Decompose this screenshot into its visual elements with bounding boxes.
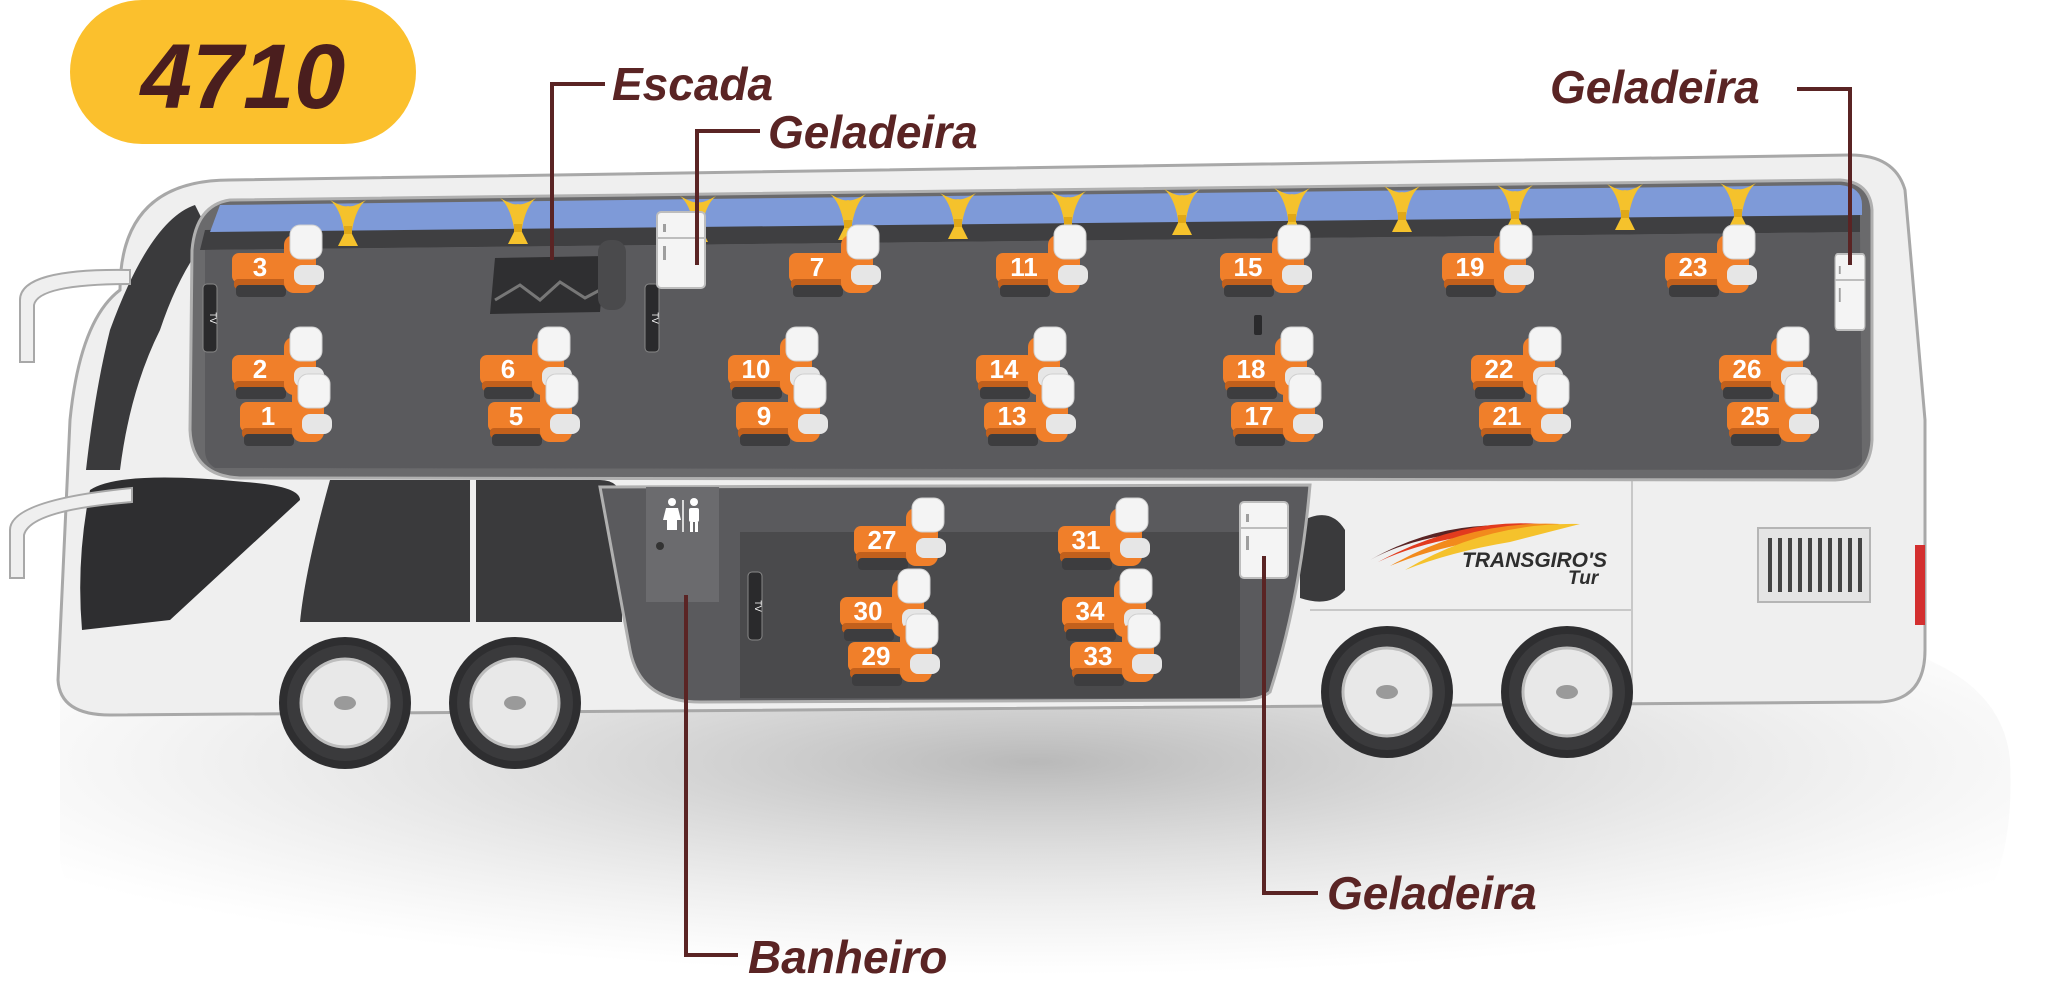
leader-geladeira-upper-rear (1797, 87, 1852, 265)
brand-suffix: Tur (1568, 568, 1600, 589)
seat[interactable]: 3 (231, 224, 325, 298)
seat-number: 7 (810, 252, 824, 282)
seat[interactable]: 33 (1069, 613, 1163, 687)
seat[interactable]: 9 (735, 373, 829, 447)
seat-number: 9 (757, 401, 771, 431)
seat[interactable]: 29 (847, 613, 941, 687)
leader-geladeira-lower (1262, 556, 1318, 895)
seat-number: 5 (509, 401, 523, 431)
seat[interactable]: 19 (1441, 224, 1535, 298)
seat[interactable]: 7 (788, 224, 882, 298)
callout-geladeira-lower: Geladeira (1327, 867, 1537, 919)
seat[interactable]: 14 (975, 326, 1069, 400)
brand-name: TRANSGIRO'S (1462, 549, 1607, 572)
tv-label: TV (753, 600, 763, 612)
seat[interactable]: 11 (995, 224, 1089, 298)
callout-leader-lines (550, 82, 1852, 957)
seat[interactable]: 13 (983, 373, 1077, 447)
tv-label: TV (650, 312, 660, 324)
seat-number: 23 (1679, 252, 1708, 282)
leader-escada (550, 82, 605, 260)
seat[interactable]: 34 (1061, 568, 1155, 642)
seat-number: 25 (1741, 401, 1770, 431)
restroom-icon (663, 498, 699, 532)
callout-banheiro: Banheiro (748, 931, 947, 983)
tv-icon: TV (202, 283, 218, 353)
wheel-front-2 (447, 635, 583, 771)
tv-monitors: TV TV TV (202, 283, 1262, 641)
seat-number: 26 (1733, 354, 1762, 384)
rear-vent-grille (1768, 538, 1862, 592)
tv-icon: TV (747, 571, 763, 641)
seat[interactable]: 6 (479, 326, 573, 400)
seat[interactable]: 15 (1219, 224, 1313, 298)
seat[interactable]: 23 (1664, 224, 1758, 298)
tv-icon (1254, 315, 1262, 335)
tv-icon: TV (644, 283, 660, 353)
seat-number: 21 (1493, 401, 1522, 431)
seat[interactable]: 22 (1470, 326, 1564, 400)
seat-number: 17 (1245, 401, 1274, 431)
seat[interactable]: 27 (853, 497, 947, 571)
seat[interactable]: 31 (1057, 497, 1151, 571)
seat-number: 31 (1072, 525, 1101, 555)
fridge-upper-rear (1834, 253, 1866, 331)
seat[interactable]: 5 (487, 373, 581, 447)
stair-opening (490, 240, 626, 314)
seat-number: 1 (261, 401, 275, 431)
wheel-rear-2 (1499, 624, 1635, 760)
seat[interactable]: 1 (239, 373, 333, 447)
seat-number: 11 (1010, 252, 1038, 282)
callout-escada: Escada (612, 58, 773, 110)
seat-number: 14 (990, 354, 1019, 384)
seat-number: 33 (1084, 641, 1113, 671)
bus-number: 4710 (139, 26, 346, 128)
leader-banheiro (684, 595, 738, 957)
seat-number: 29 (862, 641, 891, 671)
callout-geladeira-upper-mid: Geladeira (768, 106, 978, 158)
wheel-rear-1 (1319, 624, 1455, 760)
seat-number: 30 (854, 596, 883, 626)
leader-geladeira-upper-mid (695, 129, 760, 265)
seat-number: 34 (1076, 596, 1105, 626)
seat[interactable]: 26 (1718, 326, 1812, 400)
seat[interactable]: 2 (231, 326, 325, 400)
seat-number: 6 (501, 354, 515, 384)
seat-number: 10 (742, 354, 771, 384)
seat[interactable]: 10 (727, 326, 821, 400)
tv-label: TV (208, 312, 218, 324)
seat-number: 13 (998, 401, 1027, 431)
seat[interactable]: 30 (839, 568, 933, 642)
callout-geladeira-upper-rear: Geladeira (1550, 61, 1760, 113)
seat[interactable]: 18 (1222, 326, 1316, 400)
bus-number-badge: 4710 (70, 0, 416, 144)
wheel-front-1 (277, 635, 413, 771)
seat-number: 2 (253, 354, 267, 384)
seat[interactable]: 21 (1478, 373, 1572, 447)
window-strip (210, 185, 1862, 232)
seat-number: 15 (1234, 252, 1263, 282)
seat-number: 27 (868, 525, 897, 555)
seat-number: 3 (253, 252, 267, 282)
seat-number: 18 (1237, 354, 1266, 384)
seat-number: 22 (1485, 354, 1514, 384)
seat[interactable]: 17 (1230, 373, 1324, 447)
lower-deck (598, 483, 1312, 704)
brand-logo: TRANSGIRO'S Tur (1370, 523, 1607, 589)
seat[interactable]: 25 (1726, 373, 1820, 447)
seat-number: 19 (1456, 252, 1485, 282)
